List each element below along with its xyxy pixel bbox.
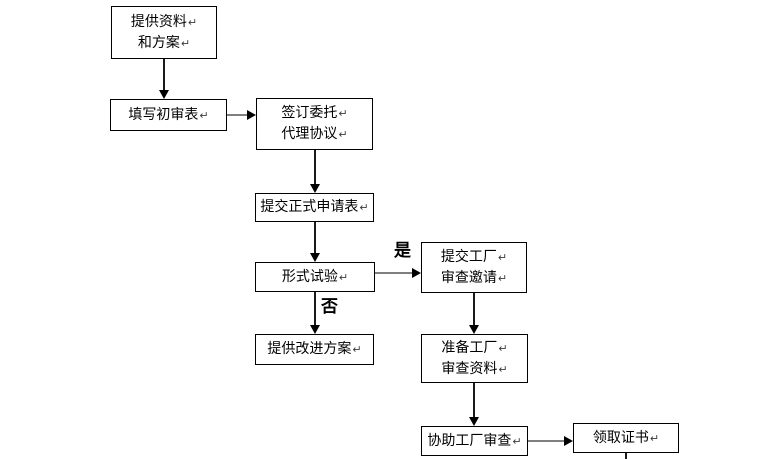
arrow-head-down-icon-materials-prep-to-assist [469,417,479,426]
paragraph-return-mark-icon: ↵ [359,201,369,214]
flow-node-text-line: 提供改进方案↵ [267,339,361,360]
flow-node-text-line: 代理协议↵ [281,124,347,145]
paragraph-return-mark-icon: ↵ [498,341,508,355]
flow-node-text-line: 填写初审表↵ [128,105,208,126]
flow-node-label: 协助工厂审查 [427,432,512,449]
flow-node-label: 提交工厂 [440,248,497,265]
paragraph-return-mark-icon: ↵ [497,271,508,285]
paragraph-return-mark-icon: ↵ [497,250,508,264]
paragraph-return-mark-icon: ↵ [199,108,209,122]
flow-node-label: 领取证书 [592,429,649,446]
arrow-shaft-materials-to-preliminary [163,59,165,91]
flow-node-label: 填写初审表 [128,106,199,123]
paragraph-return-mark-icon: ↵ [187,15,198,29]
flow-node-label: 提供改进方案 [267,341,352,357]
arrow-head-down-icon-typetest-no-to-improvement [310,325,320,334]
flow-node-label: 形式试验 [281,268,338,285]
arrow-shaft-invitation-to-materials-prep [473,293,475,326]
flow-node-text-line: 提交正式申请表↵ [260,197,368,218]
arrow-shaft-agreement-to-application [314,150,316,185]
flow-node-label: 准备工厂 [441,339,498,356]
flow-node-label: 提交正式申请表 [260,199,359,215]
flow-node-text-line: 协助工厂审查↵ [427,431,521,452]
decision-label-yes: 是 [394,241,411,261]
paragraph-return-mark-icon: ↵ [338,107,348,120]
flow-node-fill-preliminary-review-form: 填写初审表↵ [110,99,227,131]
flow-node-text-line: 提供资料↵ [131,12,197,33]
arrow-head-down-icon-materials-to-preliminary [159,90,169,99]
arrow-shaft-application-to-typetest [314,222,316,254]
arrow-shaft-preliminary-to-agreement [227,114,248,116]
paragraph-return-mark-icon: ↵ [498,362,508,376]
decision-label-no: 否 [321,297,338,317]
flow-node-submit-formal-application-form: 提交正式申请表↵ [255,193,374,222]
arrow-head-right-icon-assist-to-certificate [564,436,573,446]
flow-node-text-line: 审查资料↵ [441,359,507,380]
arrow-shaft-materials-prep-to-assist [473,383,475,418]
flow-node-label: 提供资料 [130,13,187,30]
paragraph-return-mark-icon: ↵ [352,343,362,356]
flow-node-label: 和方案 [137,34,180,51]
flow-node-label: 代理协议 [281,126,338,142]
flow-node-text-line: 领取证书↵ [593,428,659,449]
flow-node-text-line: 和方案↵ [138,33,190,54]
arrow-shaft-typetest-yes-to-invitation [375,272,413,274]
arrow-head-right-icon-preliminary-to-agreement [247,110,256,120]
flow-node-text-line: 形式试验↵ [282,267,348,288]
paragraph-return-mark-icon: ↵ [338,128,348,141]
flow-node-text-line: 提交工厂↵ [441,247,507,268]
flow-node-prepare-factory-inspection-materials: 准备工厂↵审查资料↵ [421,334,528,383]
flow-node-type-test: 形式试验↵ [255,262,375,292]
paragraph-return-mark-icon: ↵ [649,431,660,445]
flow-node-assist-factory-inspection: 协助工厂审查↵ [421,426,528,456]
flow-node-label: 审查资料 [441,360,498,377]
flow-node-sign-entrustment-agency-agreement: 签订委托↵代理协议↵ [256,98,373,150]
flow-node-label: 审查邀请 [440,269,497,286]
arrow-head-down-icon-agreement-to-application [310,184,320,193]
flow-node-receive-certificate: 领取证书↵ [573,423,679,453]
arrow-shaft-certificate-continuation [625,453,627,459]
paragraph-return-mark-icon: ↵ [338,270,349,284]
arrow-shaft-assist-to-certificate [528,440,565,442]
arrow-head-down-icon-invitation-to-materials-prep [469,325,479,334]
flow-node-submit-factory-inspection-invitation: 提交工厂↵审查邀请↵ [421,242,527,293]
flow-node-text-line: 签订委托↵ [281,103,347,124]
flow-node-provide-materials-and-plan: 提供资料↵和方案↵ [111,6,217,59]
arrow-head-down-icon-application-to-typetest [310,253,320,262]
flow-node-label: 签订委托 [281,105,338,121]
paragraph-return-mark-icon: ↵ [180,36,191,50]
flow-node-text-line: 审查邀请↵ [441,268,507,289]
paragraph-return-mark-icon: ↵ [512,434,522,448]
flow-node-text-line: 准备工厂↵ [441,338,507,359]
arrow-shaft-typetest-no-to-improvement [314,292,316,326]
flow-node-provide-improvement-plan: 提供改进方案↵ [255,334,374,365]
arrow-head-right-icon-typetest-yes-to-invitation [412,268,421,278]
